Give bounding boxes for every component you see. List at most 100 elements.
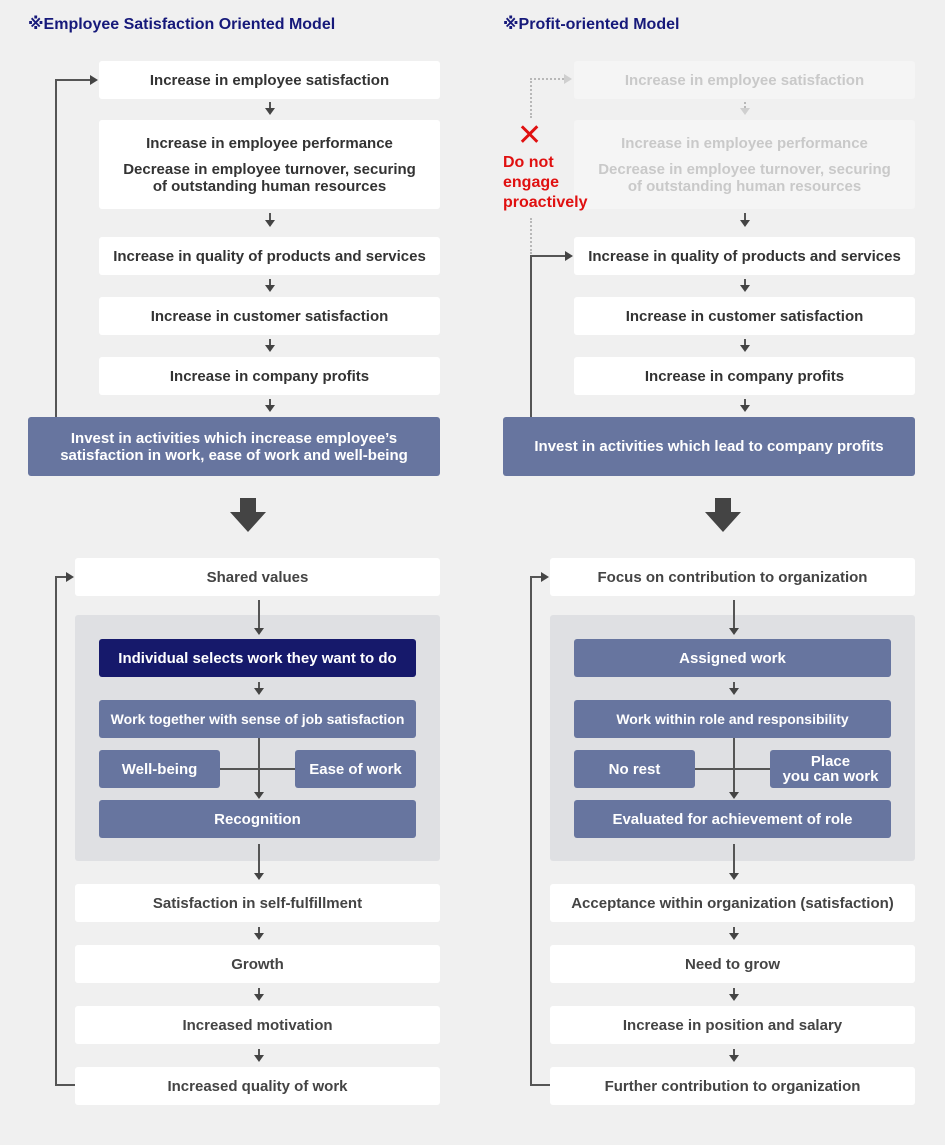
- right-assigned-work-box: Assigned work: [574, 639, 891, 677]
- left-cross-connector: [258, 738, 260, 792]
- left-arrowhead: [265, 220, 275, 227]
- right-focus-contribution-box: Focus on contribution to organization: [550, 558, 915, 596]
- left-cycle-loop-line: [55, 576, 67, 578]
- left-invest-box: Invest in activities which increase empl…: [28, 417, 440, 476]
- left-arrowhead: [254, 1055, 264, 1062]
- right-dotted-loop-line: [530, 78, 564, 80]
- left-turnover-text: Decrease in employee turnover, securing …: [123, 160, 416, 195]
- right-arrowhead: [729, 628, 739, 635]
- right-loop-line: [530, 255, 532, 417]
- right-connector: [733, 844, 735, 873]
- right-arrowhead: [729, 792, 739, 799]
- right-cycle-loop-line: [530, 1084, 550, 1086]
- left-performance-text: Increase in employee performance: [146, 134, 393, 152]
- right-cross-connector: [733, 738, 735, 792]
- left-employee-satisfaction-box: Increase in employee satisfaction: [99, 61, 440, 99]
- right-connector: [733, 927, 735, 933]
- left-recognition-box: Recognition: [99, 800, 416, 838]
- right-cross-connector: [695, 768, 770, 770]
- right-loop-arrowhead: [565, 251, 573, 261]
- left-growth-box: Growth: [75, 945, 440, 983]
- right-dotted-loop-arrowhead: [564, 74, 572, 84]
- right-connector: [744, 399, 746, 405]
- right-arrowhead: [729, 994, 739, 1001]
- left-cycle-loop-line: [55, 576, 57, 1086]
- right-arrowhead: [740, 285, 750, 292]
- left-loop-line: [55, 79, 57, 417]
- left-quality-box: Increase in quality of products and serv…: [99, 237, 440, 275]
- right-loop-line: [530, 255, 566, 257]
- left-connector: [258, 844, 260, 873]
- left-arrowhead: [265, 345, 275, 352]
- right-dotted-loop-line: [530, 78, 532, 118]
- left-connector: [258, 927, 260, 933]
- left-connector: [269, 399, 271, 405]
- left-cycle-loop-line: [55, 1084, 75, 1086]
- left-work-together-box: Work together with sense of job satisfac…: [99, 700, 416, 738]
- right-customer-satisfaction-box: Increase in customer satisfaction: [574, 297, 915, 335]
- left-well-being-box: Well-being: [99, 750, 220, 788]
- left-connector: [269, 213, 271, 220]
- right-connector: [733, 988, 735, 994]
- left-arrowhead: [254, 933, 264, 940]
- left-self-fulfillment-box: Satisfaction in self-fulfillment: [75, 884, 440, 922]
- left-customer-satisfaction-box: Increase in customer satisfaction: [99, 297, 440, 335]
- right-cycle-loop-arrowhead: [541, 572, 549, 582]
- right-connector: [744, 339, 746, 345]
- left-arrowhead: [254, 792, 264, 799]
- right-connector: [733, 682, 735, 688]
- right-connector: [733, 1049, 735, 1055]
- right-arrowhead: [729, 1055, 739, 1062]
- right-arrowhead: [729, 688, 739, 695]
- left-cross-connector: [220, 768, 295, 770]
- right-dotted-loop-line: [530, 218, 532, 254]
- left-motivation-box: Increased motivation: [75, 1006, 440, 1044]
- left-big-down-arrow-icon: [230, 498, 266, 532]
- right-employee-satisfaction-box: Increase in employee satisfaction: [574, 61, 915, 99]
- left-employee-performance-box: Increase in employee performance Decreas…: [99, 120, 440, 209]
- left-loop-line: [55, 79, 91, 81]
- right-invest-box: Invest in activities which lead to compa…: [503, 417, 915, 476]
- right-evaluated-box: Evaluated for achievement of role: [574, 800, 891, 838]
- left-arrowhead: [254, 628, 264, 635]
- left-arrowhead: [254, 873, 264, 880]
- right-need-to-grow-box: Need to grow: [550, 945, 915, 983]
- right-arrowhead: [740, 345, 750, 352]
- do-not-engage-warning: Do not engage proactively: [503, 154, 588, 211]
- left-loop-arrowhead: [90, 75, 98, 85]
- left-connector: [258, 1049, 260, 1055]
- right-employee-performance-box: Increase in employee performance Decreas…: [574, 120, 915, 209]
- right-connector: [733, 600, 735, 628]
- left-arrowhead: [265, 405, 275, 412]
- right-arrowhead: [740, 220, 750, 227]
- right-cycle-loop-line: [530, 576, 542, 578]
- right-big-down-arrow-icon: [705, 498, 741, 532]
- left-select-work-box: Individual selects work they want to do: [99, 639, 416, 677]
- right-place-you-can-work-box: Place you can work: [770, 750, 891, 788]
- right-faded-connector: [744, 102, 746, 108]
- left-quality-of-work-box: Increased quality of work: [75, 1067, 440, 1105]
- right-quality-box: Increase in quality of products and serv…: [574, 237, 915, 275]
- right-performance-text: Increase in employee performance: [621, 134, 868, 152]
- left-shared-values-box: Shared values: [75, 558, 440, 596]
- right-arrowhead: [729, 933, 739, 940]
- left-arrowhead: [265, 285, 275, 292]
- right-company-profits-box: Increase in company profits: [574, 357, 915, 395]
- left-connector: [269, 339, 271, 345]
- left-connector: [269, 279, 271, 285]
- left-model-title: ※Employee Satisfaction Oriented Model: [28, 16, 336, 33]
- right-arrowhead: [740, 405, 750, 412]
- right-connector: [744, 213, 746, 220]
- right-faded-arrowhead: [740, 108, 750, 115]
- cross-icon: ✕: [517, 119, 543, 152]
- left-ease-of-work-box: Ease of work: [295, 750, 416, 788]
- right-turnover-text: Decrease in employee turnover, securing …: [598, 160, 891, 195]
- right-role-responsibility-box: Work within role and responsibility: [574, 700, 891, 738]
- left-cycle-loop-arrowhead: [66, 572, 74, 582]
- left-connector: [258, 682, 260, 688]
- right-arrowhead: [729, 873, 739, 880]
- left-connector: [258, 600, 260, 628]
- right-cycle-loop-line: [530, 576, 532, 1086]
- left-connector: [269, 102, 271, 108]
- left-arrowhead: [265, 108, 275, 115]
